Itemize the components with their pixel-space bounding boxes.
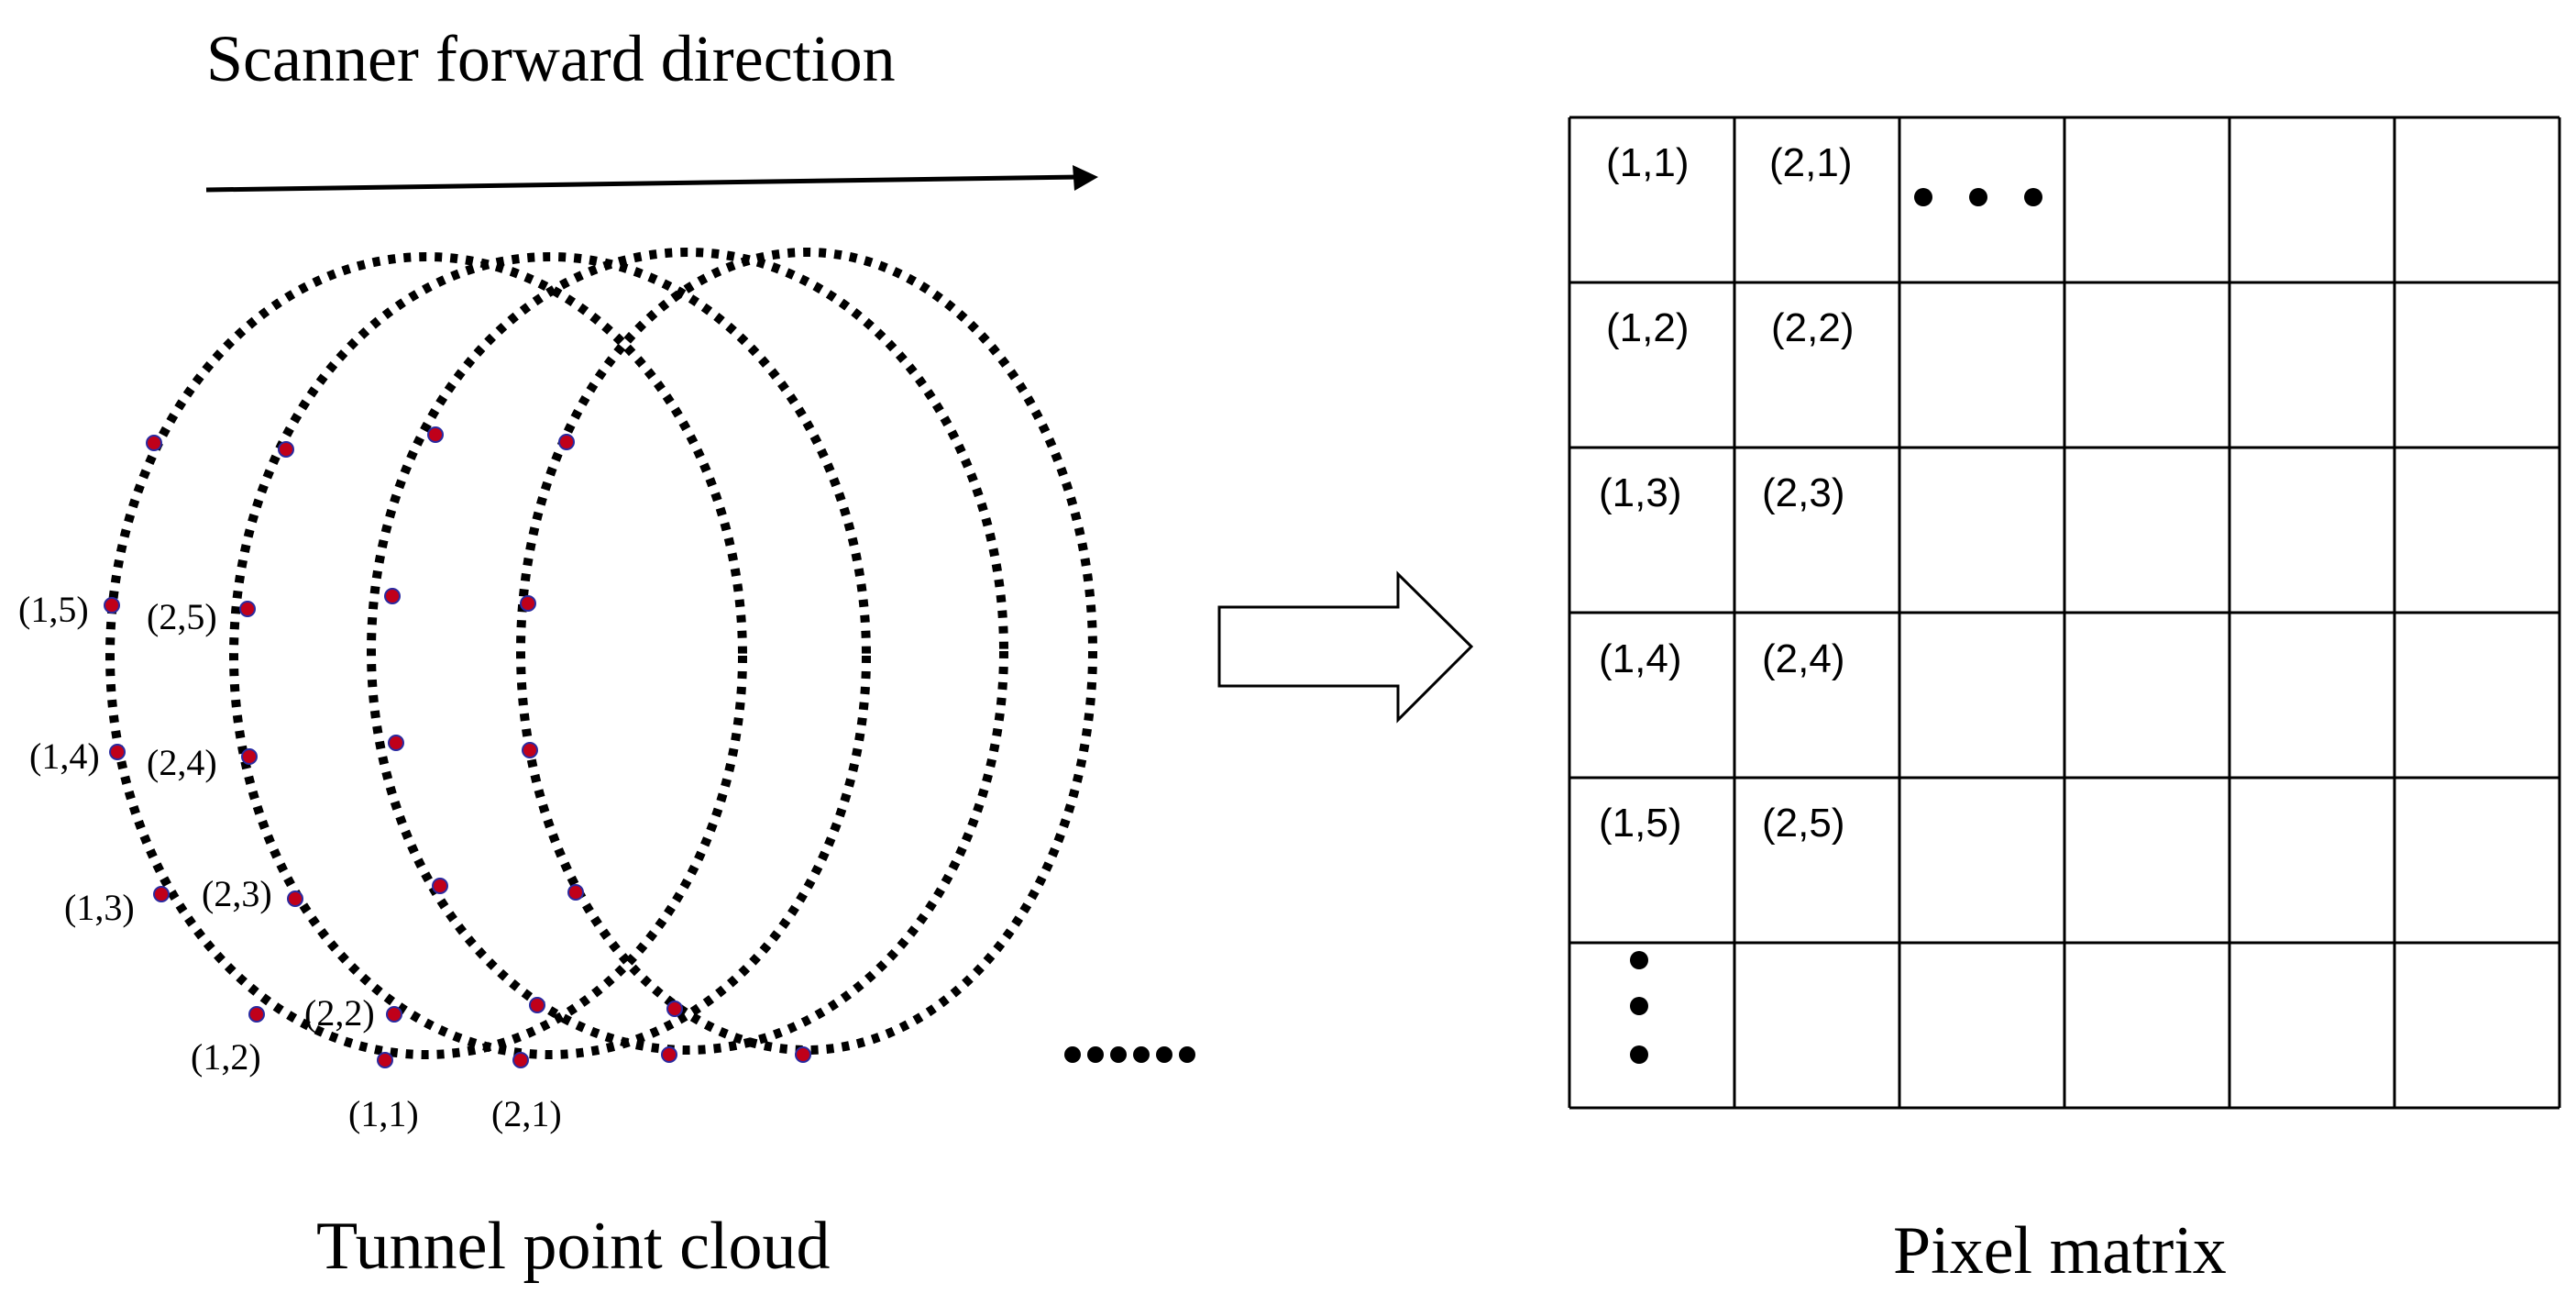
- point-labels: (1,5) (2,5) (1,4) (2,4) (1,3) (2,3) (2,2…: [18, 589, 562, 1134]
- point: [386, 1006, 402, 1023]
- cell-label: (2,5): [1762, 801, 1844, 846]
- point-label: (1,1): [348, 1093, 419, 1134]
- cell-label: (2,4): [1762, 636, 1844, 681]
- point-label: (1,3): [64, 887, 135, 928]
- point-label: (1,2): [191, 1036, 261, 1078]
- point: [384, 588, 401, 604]
- point: [512, 1052, 529, 1068]
- point-label: (2,5): [147, 596, 217, 637]
- cell-label: (2,3): [1762, 470, 1844, 515]
- pixel-matrix-labels: (1,1) (2,1) (1,2) (2,2) (1,3) (2,3) (1,4…: [1599, 140, 1854, 846]
- ring-3: [367, 248, 1008, 1055]
- point: [239, 601, 256, 617]
- point: [241, 748, 258, 765]
- point: [248, 1006, 265, 1023]
- point: [529, 997, 545, 1013]
- point-label: (2,4): [147, 742, 217, 783]
- point: [104, 597, 120, 614]
- point-label: (1,5): [18, 589, 89, 630]
- cell-label: (2,2): [1771, 305, 1854, 350]
- row-ellipsis: [1914, 188, 2042, 206]
- point-label: (2,2): [304, 992, 375, 1034]
- point: [432, 878, 448, 894]
- cell-label: (1,4): [1599, 636, 1681, 681]
- cell-label: (1,2): [1606, 305, 1689, 350]
- left-caption: Tunnel point cloud: [316, 1209, 831, 1284]
- cell-label: (1,3): [1599, 470, 1681, 515]
- cell-label: (1,5): [1599, 801, 1681, 846]
- point-label: (2,3): [202, 873, 272, 914]
- scan-points: [104, 426, 811, 1068]
- cell-label: (2,1): [1769, 140, 1852, 185]
- point: [388, 735, 404, 751]
- right-caption: Pixel matrix: [1893, 1213, 2227, 1288]
- point-label: (2,1): [491, 1093, 562, 1134]
- point: [661, 1046, 677, 1063]
- column-ellipsis: [1630, 951, 1648, 1064]
- cell-label: (1,1): [1606, 140, 1689, 185]
- ring-1: [105, 252, 747, 1059]
- point: [520, 595, 536, 612]
- point: [278, 441, 294, 458]
- direction-arrow: [205, 165, 1098, 193]
- point: [666, 1001, 683, 1017]
- point: [109, 744, 126, 760]
- point: [153, 886, 170, 902]
- point: [377, 1052, 393, 1068]
- point: [287, 890, 303, 907]
- point: [522, 742, 538, 758]
- point-label: (1,4): [29, 735, 100, 777]
- tunnel-rings: [105, 248, 1097, 1059]
- point: [427, 426, 444, 443]
- pixel-matrix-grid: [1568, 116, 2561, 1110]
- scanner-direction-label: Scanner forward direction: [206, 22, 896, 95]
- point: [558, 434, 575, 450]
- continuation-ellipsis: [1064, 1046, 1195, 1063]
- ring-4: [516, 248, 1097, 1055]
- point: [146, 435, 162, 451]
- transform-arrow: [1217, 570, 1474, 724]
- ring-2: [229, 252, 871, 1059]
- point: [795, 1046, 811, 1063]
- point: [567, 884, 584, 901]
